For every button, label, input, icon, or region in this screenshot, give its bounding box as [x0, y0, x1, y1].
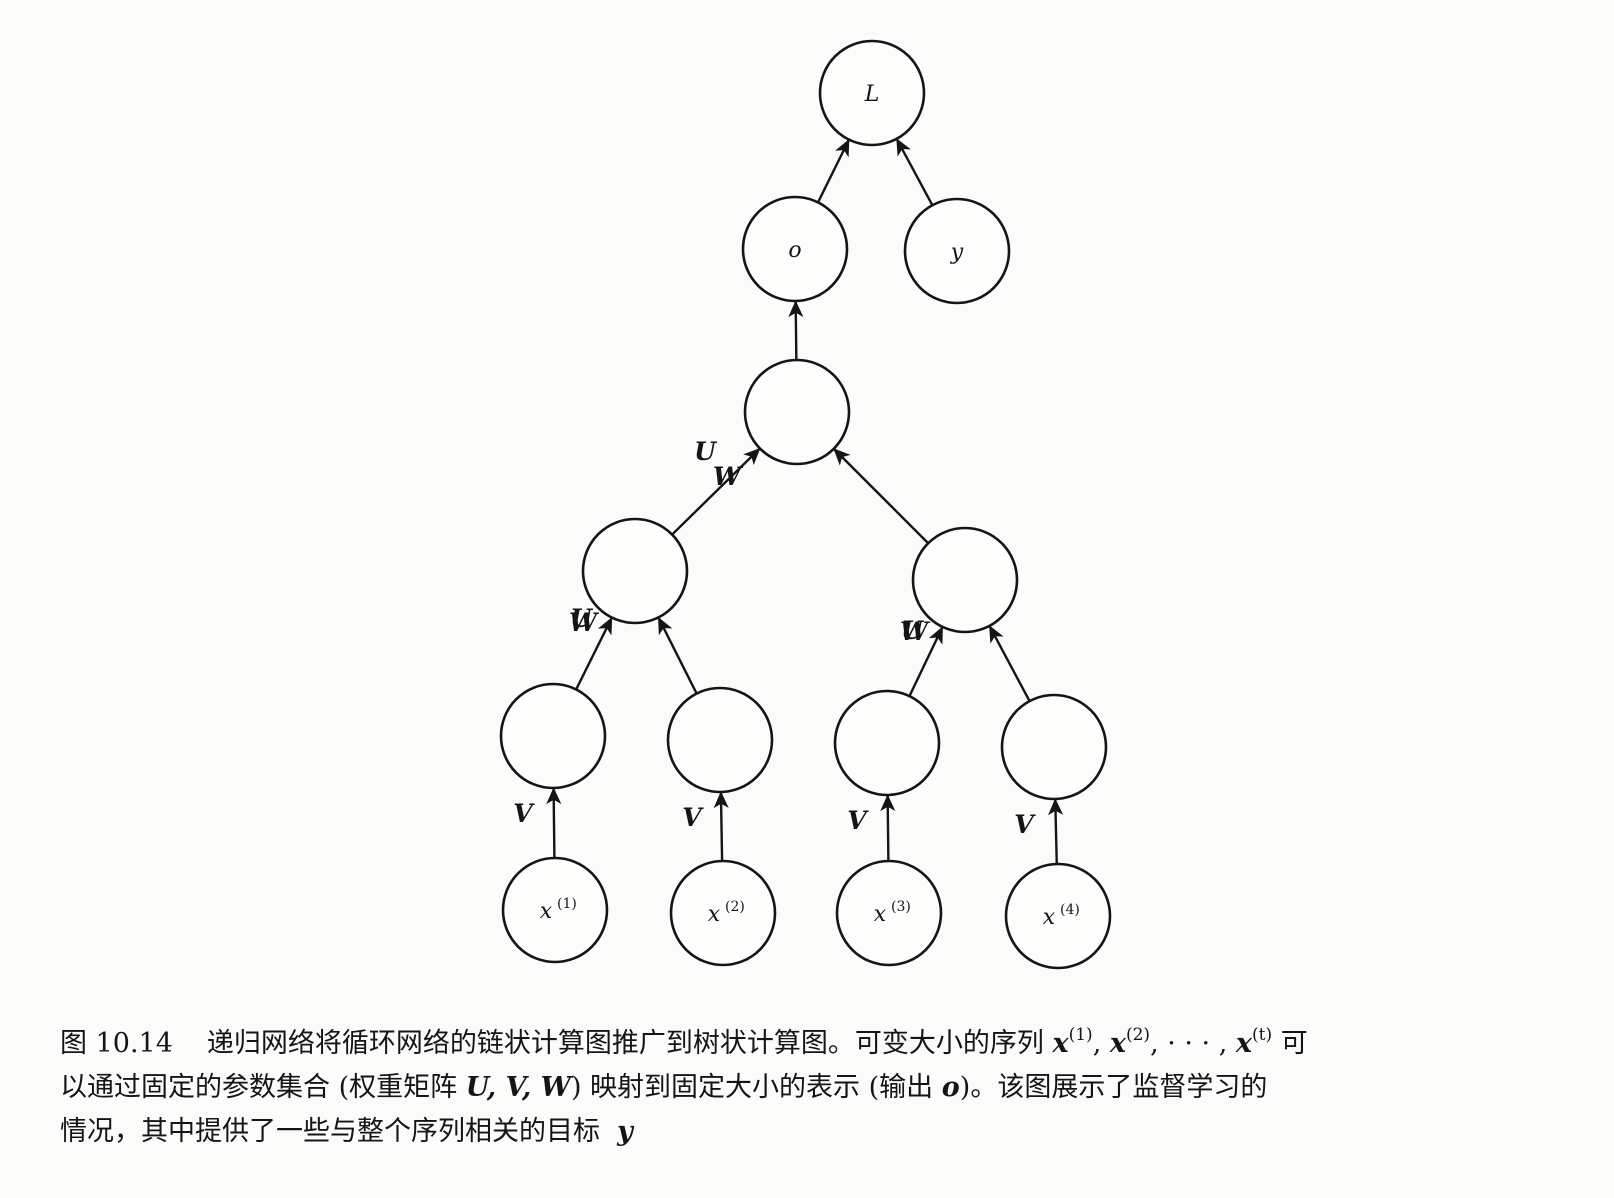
sequence-symbol-t: x [1235, 1028, 1253, 1059]
sequence-ellipsis: , · · · , [1150, 1028, 1228, 1059]
node-x4: x(4) [1004, 862, 1112, 970]
edge-label-x2-to-h2: V [682, 803, 704, 832]
node-x3: x(3) [835, 859, 943, 967]
node-sup-x3: (3) [891, 899, 911, 915]
node-circle-y [903, 197, 1011, 305]
edge-label-h2-to-h_left: W [569, 608, 600, 637]
edge-x3-to-h3 [880, 794, 896, 862]
node-h4 [1000, 693, 1108, 801]
caption-text-1: 递归网络将循环网络的链状计算图推广到树状计算图。可变大小的序列 [206, 1028, 1044, 1059]
node-label-y: y [950, 240, 964, 265]
edge-h4-to-h_right [988, 625, 1031, 702]
edge-y-to-L [896, 138, 934, 206]
edge-h_left-to-root [671, 447, 761, 536]
sequence-sup-2: (2) [1125, 1025, 1151, 1045]
edge-h_right-to-root [833, 448, 930, 545]
edge-label-x1-to-h1: V [513, 799, 535, 828]
caption-text-3a: 情况，其中提供了一些与整个序列相关的目标 [60, 1116, 600, 1147]
caption-text-2a: 以通过固定的参数集合 (权重矩阵 [60, 1072, 458, 1103]
sequence-symbol-2: x [1109, 1028, 1126, 1059]
node-label-x1: x [540, 899, 553, 924]
edge-h3-to-h_right [908, 626, 944, 697]
node-circle-L [818, 39, 926, 147]
sequence-sup-t: (t) [1252, 1025, 1273, 1045]
node-label-o: o [788, 238, 801, 263]
node-circle-h_right [911, 526, 1019, 634]
edge-label-h_left-to-root: U [694, 437, 718, 466]
sequence-sup-1: (1) [1068, 1025, 1093, 1045]
node-x1: x(1) [501, 856, 609, 964]
figure-number: 图 10.14 [60, 1028, 173, 1059]
node-sup-x1: (1) [557, 896, 577, 912]
caption-text-2c: )。该图展示了监督学习的 [959, 1072, 1268, 1103]
edge-x2-to-h2 [713, 791, 729, 862]
node-x2: x(2) [669, 859, 777, 967]
node-o: o [741, 195, 849, 303]
node-h_left [581, 517, 689, 625]
node-circle-h_left [581, 517, 689, 625]
edge-h2-to-h_left [657, 616, 698, 695]
node-label-x3: x [874, 902, 887, 927]
node-circle-h3 [833, 689, 941, 797]
edge-label-x4-to-h4: V [1014, 810, 1036, 839]
node-label-x2: x [708, 902, 721, 927]
node-h_right [911, 526, 1019, 634]
caption-text-1-end: 可 [1280, 1028, 1308, 1059]
node-circle-h1 [499, 682, 607, 790]
weight-matrices: U, V, W [465, 1072, 571, 1103]
sequence-symbol-1: x [1052, 1028, 1069, 1059]
edge-label-h4-to-h_right: W [900, 617, 931, 646]
edge-root-to-o [788, 300, 804, 361]
node-circle-x3 [835, 859, 943, 967]
edge-o-to-L [816, 139, 850, 203]
node-label-x4: x [1043, 905, 1056, 930]
node-circle-o [741, 195, 849, 303]
node-h2 [666, 686, 774, 794]
caption-text-2b: ) 映射到固定大小的表示 (输出 [570, 1072, 934, 1103]
node-circle-x2 [669, 859, 777, 967]
edge-label-h_right-to-root: W [713, 462, 744, 491]
node-h3 [833, 689, 941, 797]
node-circle-h2 [666, 686, 774, 794]
node-y: y [903, 197, 1011, 305]
output-symbol: o [941, 1072, 960, 1103]
node-circle-root [743, 358, 851, 466]
node-sup-x2: (2) [725, 899, 745, 915]
caption-line-1: 图 10.14 递归网络将循环网络的链状计算图推广到树状计算图。可变大小的序列 x… [60, 1025, 1308, 1060]
edge-label-h3-to-h_right: U [901, 616, 925, 645]
node-L: L [818, 39, 926, 147]
edge-label-x3-to-h3: V [847, 806, 869, 835]
edge-h1-to-h_left [575, 616, 613, 690]
figure-caption: 图 10.14 递归网络将循环网络的链状计算图推广到树状计算图。可变大小的序列 x… [60, 1022, 1580, 1154]
caption-line-3: 情况，其中提供了一些与整个序列相关的目标 y [60, 1110, 1580, 1154]
node-root [743, 358, 851, 466]
node-label-L: L [864, 82, 880, 107]
edge-label-h1-to-h_left: U [570, 604, 594, 633]
caption-line-2: 以通过固定的参数集合 (权重矩阵 U, V, W) 映射到固定大小的表示 (输出… [60, 1066, 1580, 1110]
node-circle-h4 [1000, 693, 1108, 801]
node-circle-x1 [501, 856, 609, 964]
edges-layer [546, 138, 1064, 865]
node-sup-x4: (4) [1060, 902, 1080, 918]
node-circle-x4 [1004, 862, 1112, 970]
node-h1 [499, 682, 607, 790]
edge-x1-to-h1 [546, 787, 562, 859]
target-symbol: y [617, 1116, 633, 1147]
edge-x4-to-h4 [1048, 798, 1064, 865]
